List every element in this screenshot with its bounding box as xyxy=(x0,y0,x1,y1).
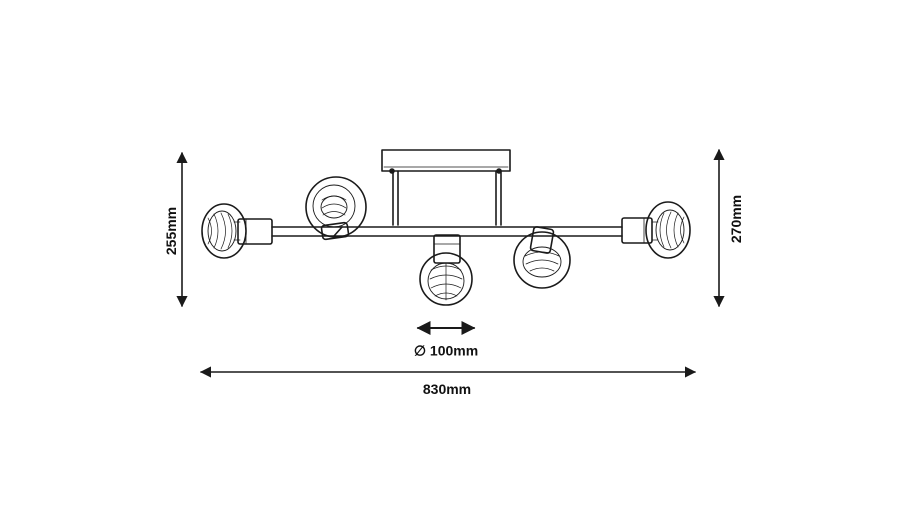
ceiling-canopy xyxy=(381,149,511,174)
total-width-label: 830mm xyxy=(422,381,472,397)
lamp-shade-upper-left xyxy=(305,176,367,241)
lamp-shade-right xyxy=(621,201,691,259)
height-right-label: 270mm xyxy=(728,194,744,244)
height-left-label: 255mm xyxy=(163,206,179,256)
lamp-shade-left xyxy=(201,203,273,259)
support-rods xyxy=(392,170,502,226)
lamp-shade-right-angled xyxy=(513,226,571,289)
shade-diameter-label: ∅ 100mm xyxy=(413,342,479,359)
lamp-shade-center xyxy=(419,234,473,306)
